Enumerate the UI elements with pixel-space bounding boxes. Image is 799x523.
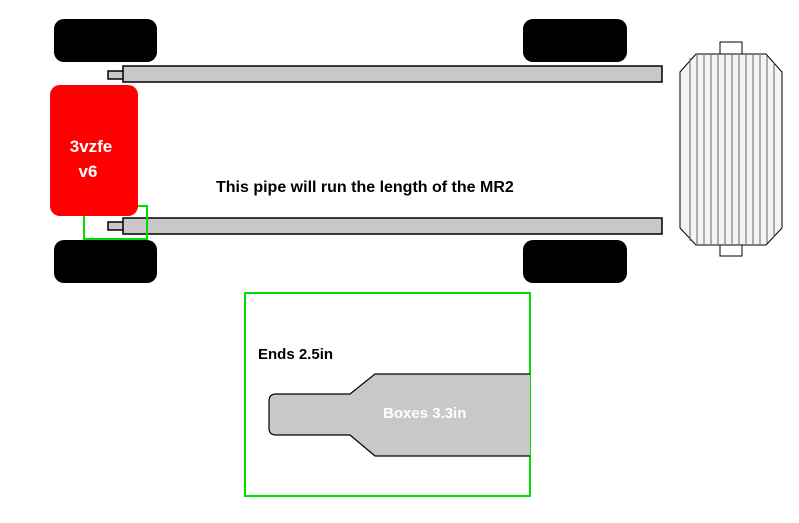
engine-label-line1: 3vzfe — [70, 137, 113, 156]
top-exhaust-pipe — [107, 65, 663, 83]
engine-label-line2: v6 — [79, 162, 98, 181]
boxes-label: Boxes 3.3in — [383, 405, 466, 422]
rear-right-tire — [523, 240, 627, 283]
engine-block — [50, 85, 138, 216]
pipe-caption: This pipe will run the length of the MR2 — [216, 179, 514, 196]
rear-left-tire — [523, 19, 627, 62]
radiator — [679, 41, 783, 257]
bottom-exhaust-pipe — [107, 217, 663, 235]
front-left-tire — [54, 19, 157, 62]
ends-label: Ends 2.5in — [258, 346, 333, 363]
front-right-tire — [54, 240, 157, 283]
pipe-profile-detail — [268, 373, 530, 457]
